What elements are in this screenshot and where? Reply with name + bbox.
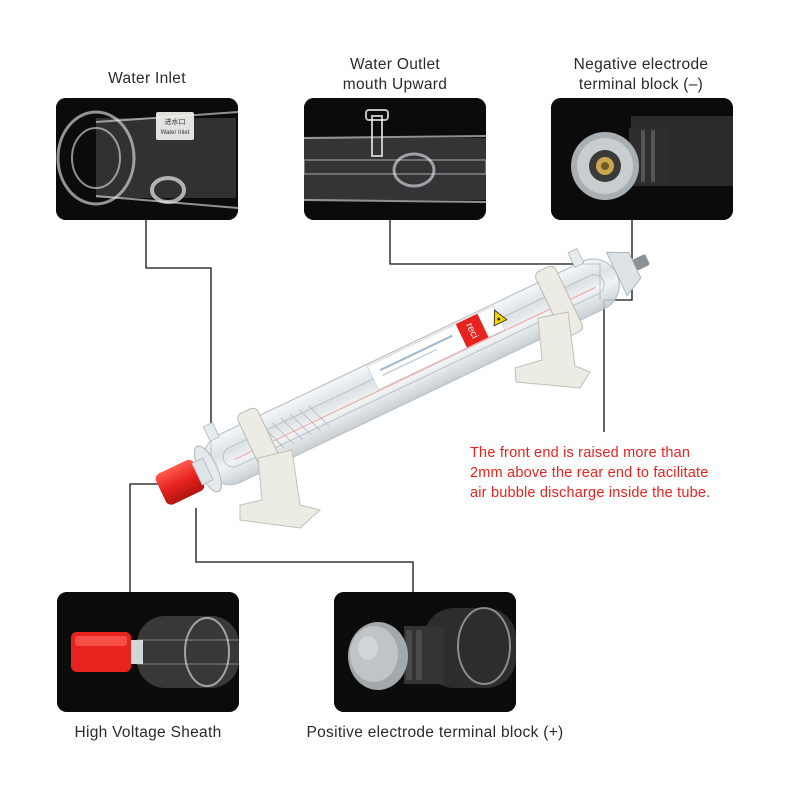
hv-sheath-label: High Voltage Sheath [74,724,222,741]
tilt-note: The front end is raised more than 2mm ab… [470,443,770,503]
hv-sheath-photo [57,592,239,712]
laser-warning-icon [493,309,508,327]
tilt-note-line3: air bubble discharge inside the tube. [470,485,711,501]
water-inlet-label: Water Inlet [108,70,186,87]
negative-terminal-small [632,254,650,271]
tube-front-end [605,251,642,297]
water-outlet-nozzle [567,248,585,268]
mount-stand-rear [239,449,322,529]
discharge-line [234,286,596,461]
negative-terminal-label-line1: Negative electrode [573,56,709,73]
mount-stand-front [514,311,591,389]
negative-terminal-photo [551,98,733,220]
hv-cap [155,459,205,505]
mount-ring-front [535,265,583,338]
water-inlet-tag-en: Water Inlet [161,130,190,136]
tube-label-brand-strip [455,313,489,348]
water-outlet-label: Water Outlet mouth Upward [304,55,486,95]
water-inlet-tag [156,112,194,140]
tilt-note-line1: The front end is raised more than [470,445,691,461]
positive-terminal-photo [334,592,516,712]
water-outlet-photo [304,98,486,220]
water-inlet-nozzle [202,421,220,442]
tilt-note-line2: 2mm above the rear end to facilitate [470,465,709,481]
water-inlet-photo: 进水口 Water Inlet [56,98,238,220]
water-outlet-label-line2: mouth Upward [342,76,448,93]
water-outlet-label-line1: Water Outlet [349,56,441,73]
water-inlet-tag-cn: 进水口 [165,117,186,126]
positive-terminal-label: Positive electrode terminal block (+) [306,724,564,741]
negative-terminal-label-line2: terminal block (–) [578,76,704,93]
negative-terminal-label: Negative electrode terminal block (–) [541,55,741,95]
